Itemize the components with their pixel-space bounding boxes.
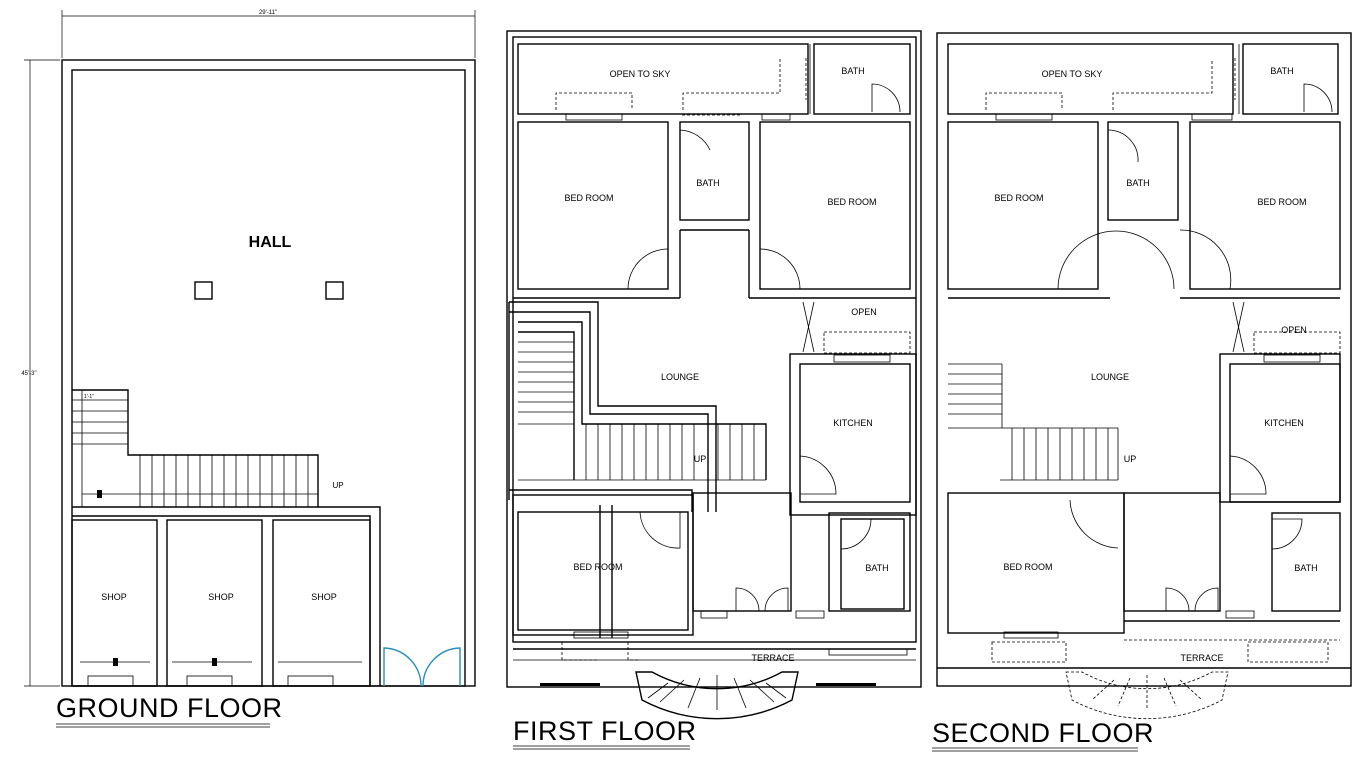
first-bed-room-bottom: BED ROOM xyxy=(573,562,622,572)
first-outer-border xyxy=(506,30,922,688)
first-stair-up: UP xyxy=(694,454,707,464)
ground-floor-plan: 29'-11" 45'-3" HALL xyxy=(21,10,476,728)
second-floor-title: SECOND FLOOR xyxy=(932,718,1154,748)
second-bed-room-right: BED ROOM xyxy=(1257,197,1306,207)
second-bed-room-left: BED ROOM xyxy=(994,193,1043,203)
first-terrace: TERRACE xyxy=(751,653,794,663)
first-open-to-sky: OPEN TO SKY xyxy=(610,69,671,79)
first-balcony-fan xyxy=(635,671,799,720)
first-bath-center: BATH xyxy=(696,178,719,188)
second-bath-top: BATH xyxy=(1270,66,1293,76)
second-lounge: LOUNGE xyxy=(1091,372,1129,382)
ground-width-dimension: 29'-11" xyxy=(259,10,277,16)
second-bath-bottom: BATH xyxy=(1294,563,1317,573)
second-outer-border xyxy=(936,32,1352,687)
shop-3-label: SHOP xyxy=(311,592,337,602)
shop-1-label: SHOP xyxy=(101,592,127,602)
column-right xyxy=(325,281,344,300)
ground-stair-up-label: UP xyxy=(332,481,343,490)
second-staircase xyxy=(948,363,1119,481)
first-bed-room-right: BED ROOM xyxy=(827,197,876,207)
first-floor-title: FIRST FLOOR xyxy=(513,716,697,746)
shop-2-label: SHOP xyxy=(208,592,234,602)
ground-entrance-double-door xyxy=(383,647,461,687)
first-floor-plan: OPEN TO SKY BATH BED ROOM BATH BED ROOM … xyxy=(506,30,922,750)
second-bath-center: BATH xyxy=(1126,178,1149,188)
second-kitchen: KITCHEN xyxy=(1264,418,1304,428)
shop-2: SHOP xyxy=(166,519,263,687)
second-balcony-fan xyxy=(1065,671,1229,719)
second-stair-up: UP xyxy=(1124,454,1137,464)
ground-depth-dimension: 45'-3" xyxy=(21,371,36,377)
first-open: OPEN xyxy=(851,307,877,317)
first-bath-top: BATH xyxy=(841,66,864,76)
ground-floor-title: GROUND FLOOR xyxy=(56,693,283,723)
shop-1: SHOP xyxy=(71,519,158,687)
first-staircase xyxy=(508,301,767,512)
first-bed-room-left: BED ROOM xyxy=(564,193,613,203)
second-bed-room-bottom: BED ROOM xyxy=(1003,562,1052,572)
second-floor-plan: OPEN TO SKY BATH BED ROOM BATH BED ROOM … xyxy=(932,32,1352,752)
first-bath-bottom: BATH xyxy=(865,563,888,573)
column-left xyxy=(194,281,213,300)
hall-label: HALL xyxy=(249,234,292,251)
ground-inner-wall xyxy=(71,69,466,687)
shop-3: SHOP xyxy=(272,519,371,687)
first-lounge: LOUNGE xyxy=(661,372,699,382)
ground-staircase: 1'-1" xyxy=(72,389,319,507)
second-open-to-sky: OPEN TO SKY xyxy=(1042,69,1103,79)
first-kitchen: KITCHEN xyxy=(833,418,873,428)
ground-riser-label: 1'-1" xyxy=(84,394,94,400)
second-open: OPEN xyxy=(1281,325,1307,335)
second-terrace: TERRACE xyxy=(1180,653,1223,663)
